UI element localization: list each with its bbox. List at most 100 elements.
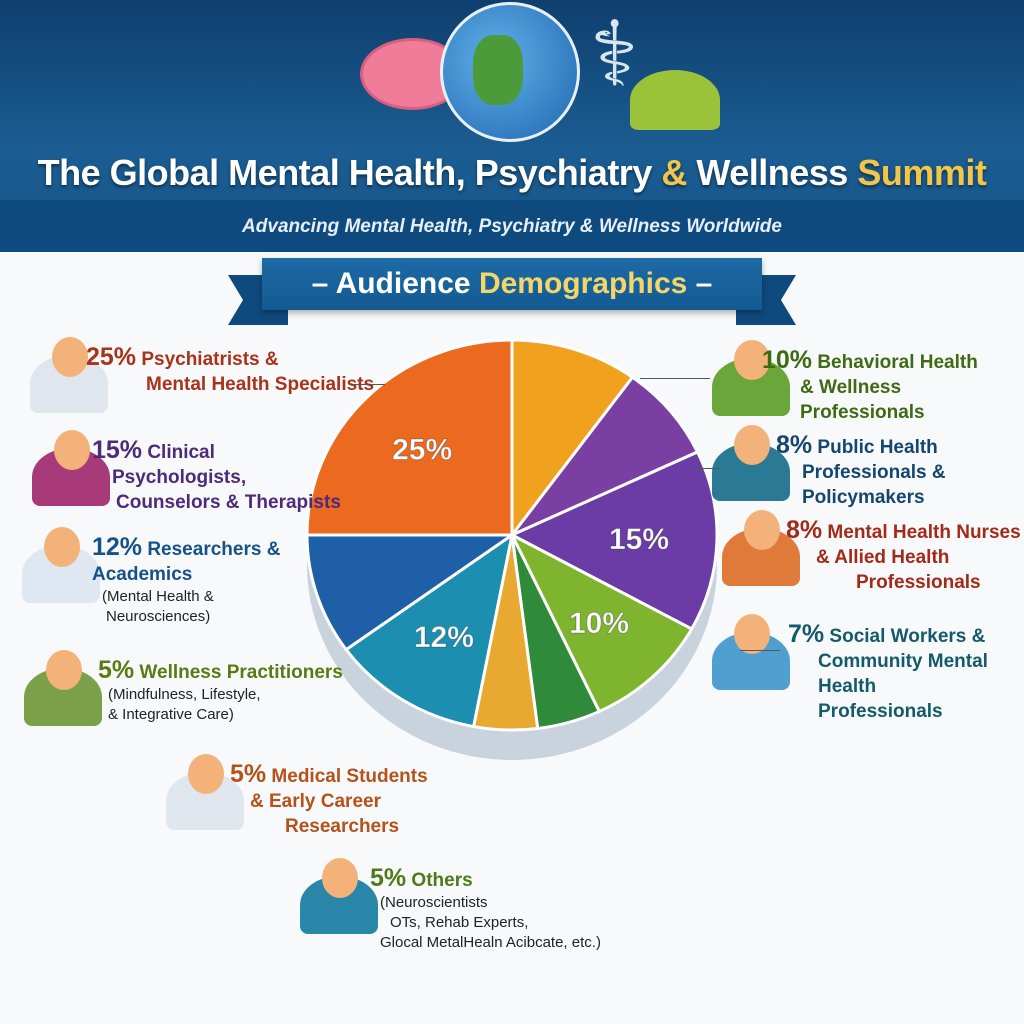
- legend-line: 10% Behavioral Health: [762, 348, 1024, 375]
- legend-percent: 7%: [788, 620, 825, 648]
- legend-line: 8% Mental Health Nurses: [786, 518, 1021, 545]
- ribbon-dash: –: [311, 267, 329, 300]
- avatar-head: [52, 337, 88, 377]
- avatar-head: [734, 340, 770, 380]
- avatar-head: [744, 510, 780, 550]
- pie-slice-label: 25%: [392, 434, 452, 467]
- legend-detail: & Integrative Care): [108, 706, 234, 723]
- legend-label: Clinical: [147, 442, 215, 463]
- avatar-head: [54, 430, 90, 470]
- title-main: The Global Mental Health, Psychiatry: [37, 152, 653, 193]
- legend-label-cont: Professionals & Policymakers: [802, 462, 946, 508]
- legend-line: 5% Wellness Practitioners: [98, 658, 343, 685]
- legend-percent: 8%: [776, 431, 813, 459]
- leader-line: [350, 384, 385, 385]
- legend-label: Medical Students: [271, 766, 428, 787]
- subtitle: Advancing Mental Health, Psychiatry & We…: [242, 216, 782, 237]
- avatar-head: [188, 754, 224, 794]
- pie-chart: 15% 10% 12% 25%: [305, 338, 719, 760]
- legend-label: Researchers &: [147, 539, 281, 560]
- legend-percent: 15%: [92, 436, 143, 464]
- legend-line: 8% Public Health: [776, 433, 1024, 460]
- legend-item: 5% Wellness Practitioners(Mindfulness, L…: [98, 658, 343, 725]
- globe-icon: [440, 2, 580, 142]
- page-title: The Global Mental Health, Psychiatry & W…: [0, 152, 1024, 194]
- legend-label-cont: Academics: [92, 564, 193, 585]
- legend-percent: 25%: [86, 343, 137, 371]
- legend-label-cont: & Wellness Professionals: [800, 377, 925, 423]
- avatar-head: [44, 527, 80, 567]
- pie-slice: [510, 375, 700, 537]
- pie-slice: [305, 533, 517, 652]
- legend-label-cont: Community Mental Health: [818, 651, 988, 697]
- ribbon-word2: Demographics: [478, 267, 688, 300]
- header-band: [0, 200, 1024, 252]
- pie-slice-label: 15%: [609, 523, 669, 556]
- title-wellness: Wellness: [696, 152, 848, 193]
- pie-slice: [344, 531, 515, 729]
- legend-label-cont: Professionals: [856, 572, 981, 593]
- legend-label-cont: Counselors & Therapists: [116, 492, 341, 513]
- leader-line: [690, 468, 720, 469]
- legend-percent: 8%: [786, 516, 823, 544]
- legend-detail: (Mental Health &: [102, 588, 214, 605]
- ribbon-dash: –: [695, 267, 713, 300]
- pie-slice: [508, 450, 719, 631]
- pie-slice: [510, 338, 635, 540]
- avatar-head: [46, 650, 82, 690]
- legend-label-cont: Mental Health Specialists: [146, 374, 375, 395]
- legend-percent: 5%: [98, 656, 135, 684]
- legend-label-cont: Psychologists,: [112, 467, 247, 488]
- avatar-head: [322, 858, 358, 898]
- avatar-head: [734, 614, 770, 654]
- legend-label-cont: & Early Career: [250, 791, 381, 812]
- pie-slice: [508, 531, 694, 714]
- legend-item: 25% Psychiatrists &Mental Health Special…: [86, 345, 374, 397]
- legend-percent: 10%: [762, 346, 813, 374]
- legend-line: 5% Medical Students: [230, 762, 428, 789]
- legend-detail: OTs, Rehab Experts,: [390, 914, 529, 931]
- legend-line: 12% Researchers &: [92, 535, 280, 562]
- pie-slice-label: 10%: [569, 607, 629, 640]
- caduceus-icon: ⚕: [590, 5, 639, 105]
- ribbon-word1: Audience: [335, 267, 471, 300]
- legend-item: 10% Behavioral Health& Wellness Professi…: [762, 348, 1024, 425]
- header-banner: ⚕ The Global Mental Health, Psychiatry &…: [0, 0, 1024, 252]
- legend-detail: Glocal MetalHealn Acibcate, etc.): [380, 934, 601, 951]
- legend-label: Mental Health Nurses: [827, 522, 1021, 543]
- pie-slice-label: 12%: [414, 621, 474, 654]
- legend-line: 25% Psychiatrists &: [86, 345, 374, 372]
- leader-line: [740, 650, 780, 651]
- legend-line: 5% Others: [370, 866, 601, 893]
- legend-label: Social Workers &: [829, 626, 986, 647]
- legend-line: 15% Clinical: [92, 438, 341, 465]
- legend-percent: 5%: [230, 760, 267, 788]
- legend-detail: (Neuroscientists: [380, 894, 488, 911]
- section-ribbon: – Audience Demographics –: [262, 258, 762, 310]
- legend-label-cont: & Allied Health: [816, 547, 950, 568]
- legend-label: Others: [411, 870, 473, 891]
- pie-slice: [305, 338, 514, 537]
- legend-detail: Neurosciences): [106, 608, 211, 625]
- legend-label-cont: Professionals: [818, 701, 943, 722]
- legend-item: 7% Social Workers &Community Mental Heal…: [788, 622, 1024, 724]
- legend-percent: 5%: [370, 864, 407, 892]
- legend-item: 12% Researchers &Academics(Mental Health…: [92, 535, 280, 627]
- legend-detail: (Mindfulness, Lifestyle,: [108, 686, 261, 703]
- title-accent: Summit: [857, 152, 987, 193]
- legend-label: Public Health: [817, 437, 938, 458]
- title-amp: &: [661, 152, 687, 193]
- legend-label: Psychiatrists &: [141, 349, 279, 370]
- legend-line: 7% Social Workers &: [788, 622, 1024, 649]
- legend-label-cont: Researchers: [285, 816, 400, 837]
- legend-label: Wellness Practitioners: [139, 662, 343, 683]
- lotus-icon: [630, 70, 720, 130]
- legend-label: Behavioral Health: [817, 352, 978, 373]
- legend-percent: 12%: [92, 533, 143, 561]
- header-illustration: ⚕: [320, 0, 720, 142]
